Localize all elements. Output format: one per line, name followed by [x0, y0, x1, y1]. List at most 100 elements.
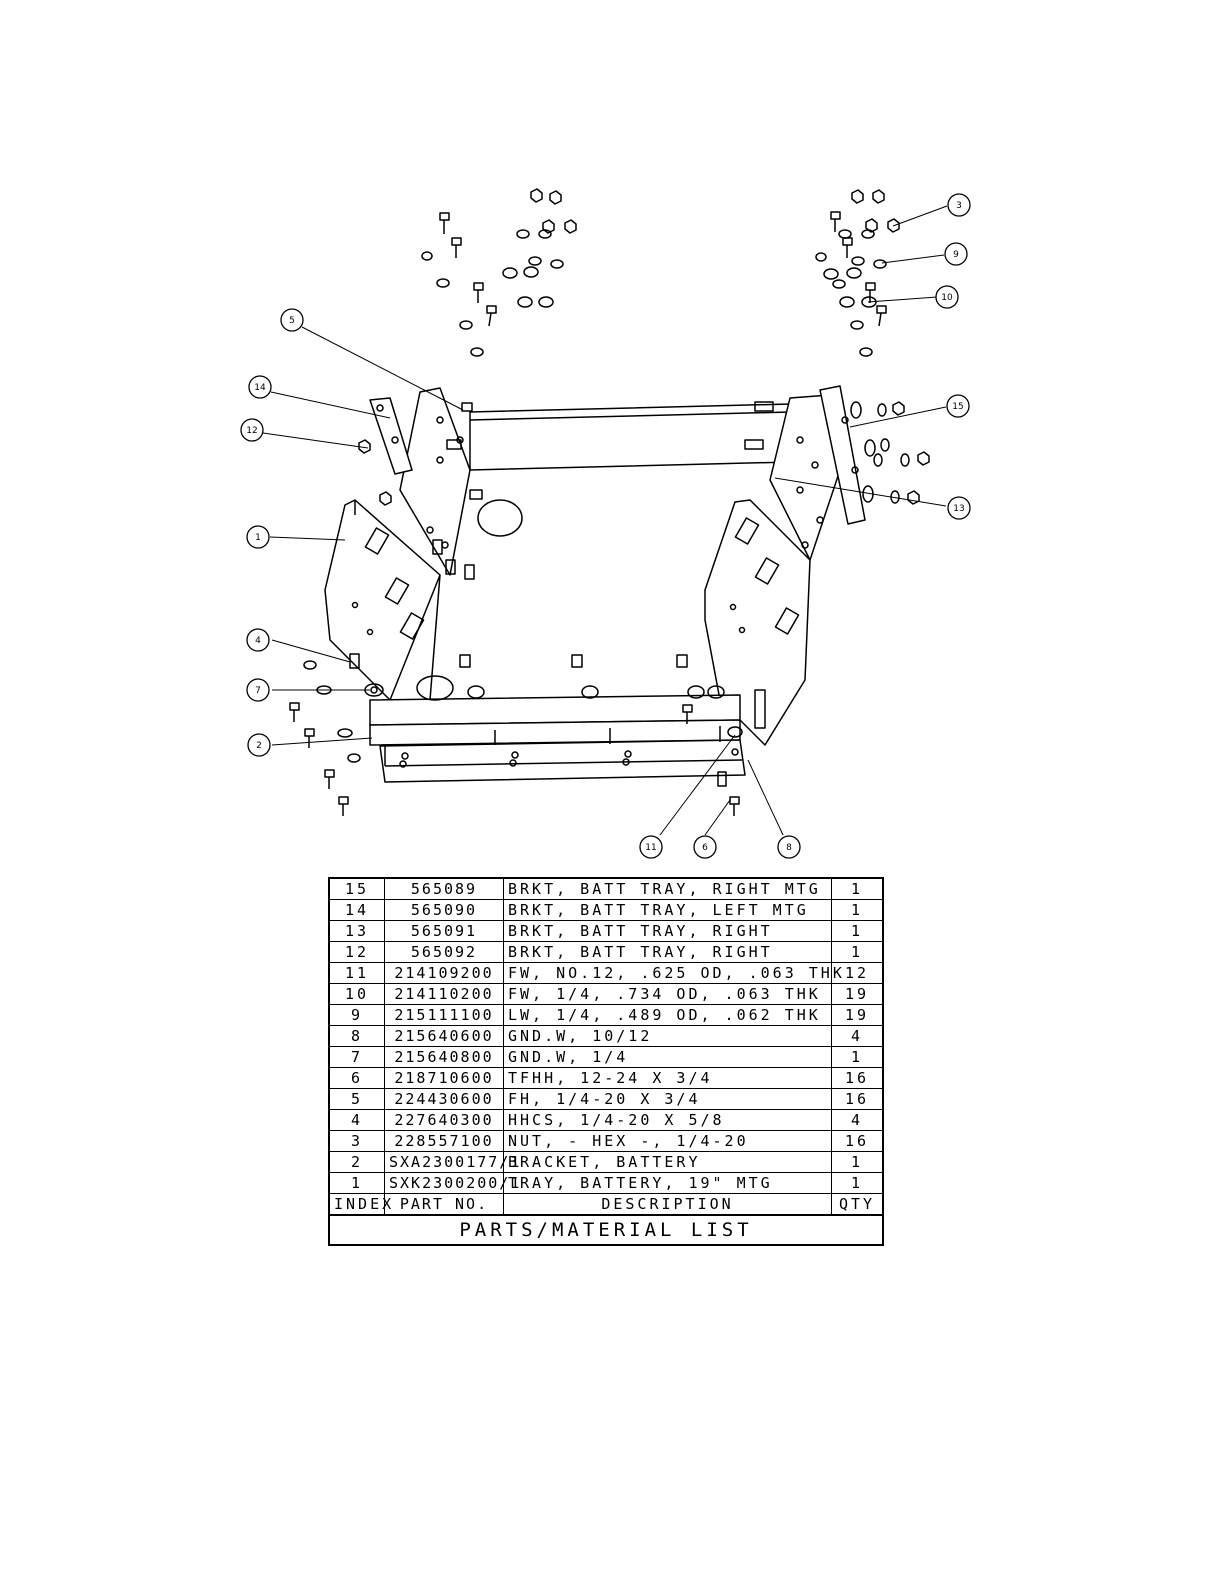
- row-index: 10: [328, 983, 385, 1005]
- row-part-no: 215111100: [384, 1004, 504, 1026]
- row-qty: 19: [831, 1004, 884, 1026]
- row-index: 15: [328, 877, 385, 900]
- balloon-label: 5: [289, 316, 295, 326]
- balloon-label: 15: [952, 402, 963, 412]
- row-part-no: 224430600: [384, 1088, 504, 1110]
- row-description: BRACKET, BATTERY: [503, 1151, 832, 1173]
- balloon-label: 14: [254, 383, 266, 393]
- row-part-no: 215640600: [384, 1025, 504, 1047]
- balloon-label: 4: [255, 636, 261, 646]
- item-balloon: 10: [935, 285, 959, 309]
- row-index: 13: [328, 920, 385, 942]
- row-part-no: SXA2300177/1: [384, 1151, 519, 1173]
- item-balloon: 4: [246, 628, 270, 652]
- row-description: GND.W, 10/12: [503, 1025, 832, 1047]
- row-part-no: 228557100: [384, 1130, 504, 1152]
- balloon-circle: [935, 285, 959, 309]
- item-balloon: 13: [947, 496, 971, 520]
- parts-list-title: PARTS/MATERIAL LIST: [328, 1214, 884, 1246]
- row-qty: 16: [831, 1088, 884, 1110]
- row-qty: 16: [831, 1130, 884, 1152]
- row-description: BRKT, BATT TRAY, RIGHT: [503, 920, 832, 942]
- row-index: 5: [328, 1088, 385, 1110]
- header-qty: QTY: [831, 1193, 884, 1216]
- hardware-cluster-right: [815, 189, 900, 357]
- hardware-bracket-left: [358, 402, 483, 580]
- row-description: TFHH, 12-24 X 3/4: [503, 1067, 832, 1089]
- balloon-circle: [246, 678, 270, 702]
- header-part-no: PART NO.: [384, 1193, 504, 1216]
- item-balloon: 11: [639, 835, 663, 859]
- row-description: BRKT, BATT TRAY, RIGHT MTG: [503, 877, 832, 900]
- table-header-row: INDEX PART NO. DESCRIPTION QTY: [328, 1193, 884, 1216]
- item-balloon: 2: [247, 733, 271, 757]
- row-description: TRAY, BATTERY, 19" MTG: [503, 1172, 832, 1194]
- row-description: GND.W, 1/4: [503, 1046, 832, 1068]
- balloon-label: 12: [246, 426, 257, 436]
- balloon-label: 1: [255, 533, 261, 543]
- row-qty: 12: [831, 962, 884, 984]
- item-balloon: 12: [240, 418, 264, 442]
- row-description: FW, 1/4, .734 OD, .063 THK: [503, 983, 832, 1005]
- row-qty: 1: [831, 1046, 884, 1068]
- item-balloon: 5: [280, 308, 304, 332]
- row-index: 9: [328, 1004, 385, 1026]
- balloon-label: 7: [255, 686, 261, 696]
- item-balloon: 3: [947, 193, 971, 217]
- row-index: 6: [328, 1067, 385, 1089]
- balloon-circle: [280, 308, 304, 332]
- left-mounting-bracket: [369, 387, 471, 576]
- balloon-circle: [944, 242, 968, 266]
- row-description: BRKT, BATT TRAY, RIGHT: [503, 941, 832, 963]
- row-description: FH, 1/4-20 X 3/4: [503, 1088, 832, 1110]
- tray-right-side-plate: [704, 499, 811, 746]
- hardware-cluster-left: [421, 188, 577, 357]
- row-part-no: 565090: [384, 899, 504, 921]
- row-part-no: 214109200: [384, 962, 504, 984]
- row-qty: 1: [831, 920, 884, 942]
- row-qty: 1: [831, 899, 884, 921]
- row-index: 7: [328, 1046, 385, 1068]
- balloon-label: 3: [956, 201, 962, 211]
- row-index: 3: [328, 1130, 385, 1152]
- item-balloon: 1: [246, 525, 270, 549]
- row-part-no: 565091: [384, 920, 504, 942]
- item-balloon: 6: [693, 835, 717, 859]
- row-part-no: 565089: [384, 877, 504, 900]
- balloon-label: 9: [953, 250, 959, 260]
- right-mounting-bracket: [769, 385, 866, 561]
- row-index: 8: [328, 1025, 385, 1047]
- row-index: 12: [328, 941, 385, 963]
- row-part-no: 218710600: [384, 1067, 504, 1089]
- balloon-circle: [246, 628, 270, 652]
- item-balloon: 9: [944, 242, 968, 266]
- balloon-circle: [639, 835, 663, 859]
- row-description: FW, NO.12, .625 OD, .063 THK: [503, 962, 842, 984]
- tray-front-rail: [369, 574, 741, 746]
- balloon-label: 6: [702, 843, 708, 853]
- row-part-no: 215640800: [384, 1046, 504, 1068]
- row-qty: 1: [831, 1172, 884, 1194]
- balloon-circle: [947, 496, 971, 520]
- row-index: 11: [328, 962, 385, 984]
- leader-lines: [262, 205, 948, 836]
- row-qty: 4: [831, 1109, 884, 1131]
- balloon-circle: [946, 394, 970, 418]
- table-title-row: PARTS/MATERIAL LIST: [328, 1214, 884, 1246]
- row-description: LW, 1/4, .489 OD, .062 THK: [503, 1004, 832, 1026]
- row-description: HHCS, 1/4-20 X 5/8: [503, 1109, 832, 1131]
- item-balloon: 14: [248, 375, 272, 399]
